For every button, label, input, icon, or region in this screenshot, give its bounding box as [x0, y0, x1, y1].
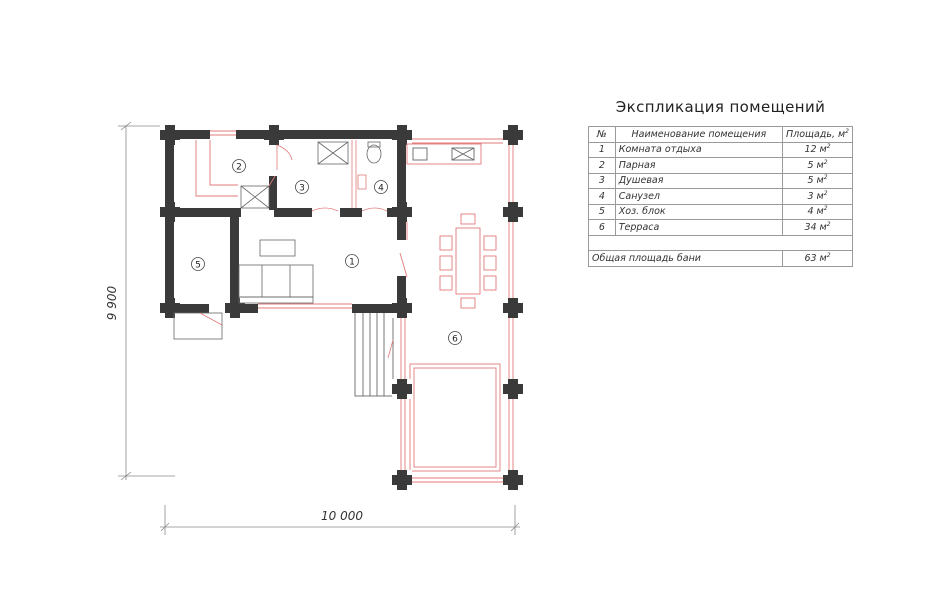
dimension-height: 9 900	[105, 285, 119, 320]
explication-table: № Наименование помещения Площадь, м2 1 К…	[588, 126, 853, 267]
row-name: Санузел	[614, 188, 784, 205]
room-label-6: 6	[452, 335, 458, 345]
total-area: 63 м2	[782, 250, 853, 267]
sauna-bench	[195, 140, 238, 197]
table-row: 1 Комната отдыха 12 м2	[588, 141, 853, 158]
row-num: 5	[588, 203, 616, 220]
dining-table	[439, 213, 497, 309]
table-row: 2 Парная 5 м2	[588, 157, 853, 174]
dimension-lines	[118, 121, 520, 535]
row-area: 12 м2	[782, 141, 853, 158]
table-header-row: № Наименование помещения Площадь, м2	[588, 126, 853, 143]
row-num: 2	[588, 157, 616, 174]
wall-corners	[160, 125, 523, 490]
table-row: 4 Санузел 3 м2	[588, 188, 853, 205]
header-name: Наименование помещения	[614, 126, 784, 143]
spacer-cell	[588, 234, 853, 251]
row-area: 34 м2	[782, 219, 853, 236]
row-area: 5 м2	[782, 157, 853, 174]
row-area: 4 м2	[782, 203, 853, 220]
fixtures	[173, 140, 382, 340]
row-name: Парная	[614, 157, 784, 174]
table-row: 5 Хоз. блок 4 м2	[588, 203, 853, 220]
explication-title: Экспликация помещений	[615, 98, 826, 116]
table-row: 6 Терраса 34 м2	[588, 219, 853, 236]
dimension-width: 10 000	[321, 509, 363, 523]
row-name: Терраса	[614, 219, 784, 236]
row-num: 4	[588, 188, 616, 205]
terrace-stairs	[354, 308, 394, 397]
room-label-1: 1	[349, 258, 355, 268]
room-label-5: 5	[195, 261, 201, 271]
table-total-row: Общая площадь бани 63 м2	[588, 250, 853, 267]
header-num: №	[588, 126, 616, 143]
row-name: Комната отдыха	[614, 141, 784, 158]
row-num: 1	[588, 141, 616, 158]
row-name: Хоз. блок	[614, 203, 784, 220]
row-num: 6	[588, 219, 616, 236]
row-num: 3	[588, 172, 616, 189]
table-spacer-row	[588, 234, 853, 251]
doors	[268, 144, 388, 212]
row-name: Душевая	[614, 172, 784, 189]
room-label-3: 3	[299, 184, 305, 194]
room-label-4: 4	[378, 184, 384, 194]
room-markers	[191, 159, 462, 345]
total-name: Общая площадь бани	[588, 250, 783, 267]
kitchen-counter	[406, 143, 482, 165]
walls	[161, 130, 406, 313]
table-row: 3 Душевая 5 м2	[588, 172, 853, 189]
row-area: 3 м2	[782, 188, 853, 205]
room-label-2: 2	[236, 163, 242, 173]
row-area: 5 м2	[782, 172, 853, 189]
header-area: Площадь, м2	[782, 126, 853, 143]
terrace-pool	[409, 363, 501, 472]
wall-corners-inner	[160, 125, 523, 490]
